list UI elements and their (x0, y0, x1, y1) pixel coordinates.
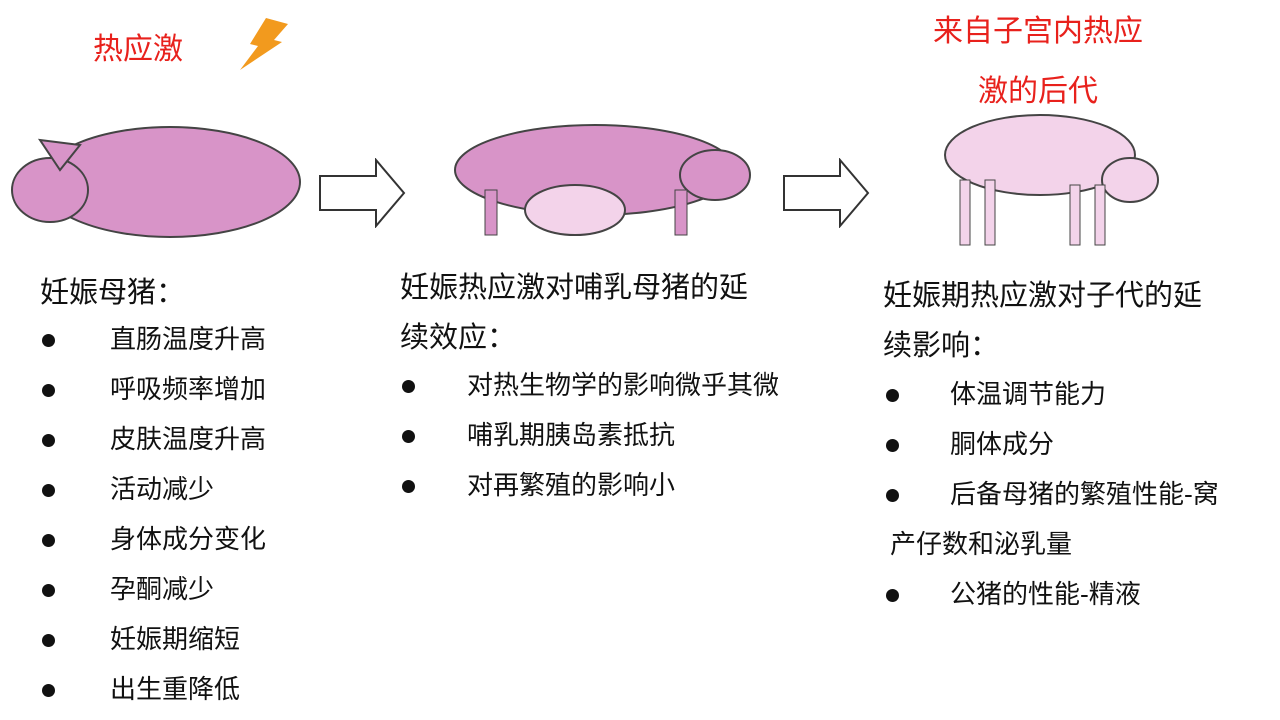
list-item: 孕酮减少 (110, 575, 215, 605)
heading-line: 续效应： (400, 320, 517, 354)
bullet-icon (42, 384, 55, 397)
bullet-icon (402, 480, 415, 493)
heading-line: 妊娠期热应激对子代的延 (883, 278, 1203, 312)
bullet-icon (42, 634, 55, 647)
bullet-icon (42, 684, 55, 697)
bullet-icon (42, 534, 55, 547)
bullet-icon (42, 334, 55, 347)
sow-heading: 妊娠母猪： (40, 275, 186, 309)
list-item: 皮肤温度升高 (110, 425, 267, 455)
bullet-icon (886, 389, 899, 402)
list-item: 公猪的性能-精液 (950, 580, 1141, 610)
list-item: 身体成分变化 (110, 525, 267, 555)
lying-sow-image (11, 126, 301, 238)
nursing-sow-image (454, 124, 751, 236)
list-item: 直肠温度升高 (110, 325, 267, 355)
heat-stress-label: 热应激 (93, 32, 183, 67)
lactating-sow-heading: 妊娠热应激对哺乳母猪的延 续效应： (400, 262, 748, 362)
list-item: 对热生物学的影响微乎其微 (467, 371, 780, 401)
offspring-label: 来自子宫内热应 激的后代 (918, 2, 1158, 122)
offspring-heading: 妊娠期热应激对子代的延 续影响： (883, 270, 1202, 370)
bullet-icon (886, 489, 899, 502)
bullet-icon (402, 430, 415, 443)
list-item: 胴体成分 (950, 430, 1055, 460)
offspring-label-line1: 来自子宫内热应 (933, 14, 1143, 49)
list-item: 后备母猪的繁殖性能-窝 (950, 480, 1219, 510)
offspring-label-line2: 激的后代 (978, 74, 1098, 109)
lightning-icon (240, 18, 288, 70)
list-item: 哺乳期胰岛素抵抗 (467, 421, 676, 451)
heading-line: 续影响： (883, 328, 1000, 362)
list-item: 妊娠期缩短 (110, 625, 241, 655)
arrow-right-icon (783, 158, 870, 228)
bullet-icon (886, 439, 899, 452)
bullet-icon (42, 484, 55, 497)
bullet-icon (886, 589, 899, 602)
bullet-icon (42, 584, 55, 597)
list-item: 呼吸频率增加 (110, 375, 267, 405)
list-item-continuation: 产仔数和泌乳量 (890, 530, 1073, 560)
list-item: 对再繁殖的影响小 (467, 471, 676, 501)
bullet-icon (42, 434, 55, 447)
heading-line: 妊娠热应激对哺乳母猪的延 (400, 270, 749, 304)
offspring-pig-image (944, 114, 1159, 246)
list-item: 体温调节能力 (950, 380, 1107, 410)
arrow-right-icon (319, 158, 406, 228)
list-item: 出生重降低 (110, 675, 241, 705)
list-item: 活动减少 (110, 475, 215, 505)
bullet-icon (402, 380, 415, 393)
